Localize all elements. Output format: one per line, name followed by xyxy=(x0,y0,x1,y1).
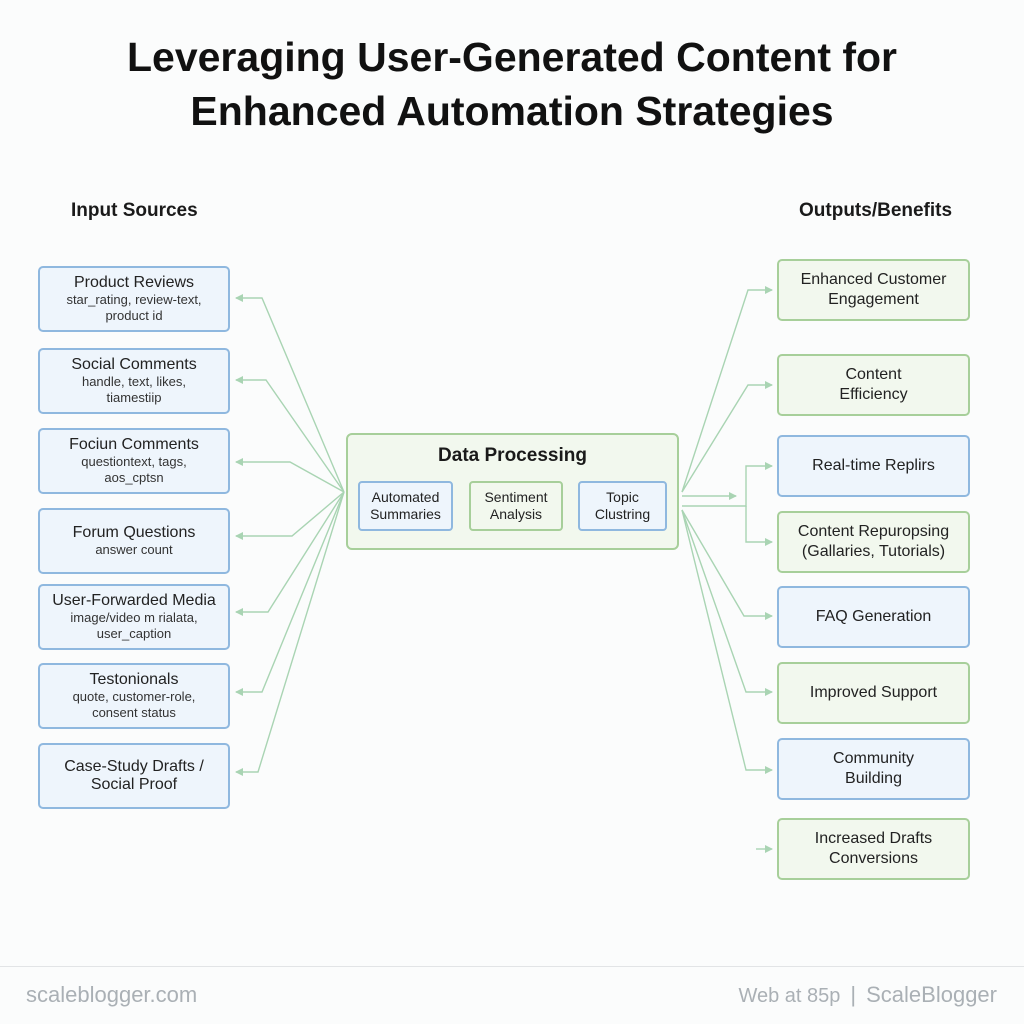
data-processing-title: Data Processing xyxy=(438,445,587,466)
data-processing-box: Data Processing Automated Summaries Sent… xyxy=(346,433,679,550)
connector-output-1 xyxy=(681,286,773,493)
connector-input-3 xyxy=(235,458,345,493)
step-topic-clustring: Topic Clustring xyxy=(578,481,667,531)
connector-input-5 xyxy=(235,491,345,616)
output-real-time-replies: Real-time Replirs xyxy=(777,435,970,497)
outputs-heading: Outputs/Benefits xyxy=(799,200,953,221)
connector-output-8 xyxy=(681,509,773,774)
footer-meta: Web at 85p xyxy=(738,985,841,1007)
input-fociun-comments: Fociun Comments questiontext, tags, aos_… xyxy=(38,428,230,494)
input-product-reviews: Product Reviews star_rating, review-text… xyxy=(38,266,230,332)
connector-input-6 xyxy=(235,491,345,696)
connector-input-1 xyxy=(235,294,345,493)
title-line-1: Leveraging User-Generated Content for xyxy=(126,34,898,80)
connector-output-5 xyxy=(745,506,773,546)
footer-separator: | xyxy=(850,982,857,1007)
input-sources-heading: Input Sources xyxy=(71,200,198,221)
footer-brand-area: Web at 85p | ScaleBlogger xyxy=(738,982,997,1008)
output-content-repurposing: Content Repuropsing (Gallaries, Tutorial… xyxy=(777,511,970,573)
connector-input-4 xyxy=(235,491,345,540)
output-content-efficiency: Content Efficiency xyxy=(777,354,970,416)
footer-brand[interactable]: ScaleBlogger xyxy=(866,982,997,1007)
output-faq-generation: FAQ Generation xyxy=(777,586,970,648)
connector-output-4 xyxy=(682,462,773,507)
connector-input-7 xyxy=(235,491,345,776)
input-forum-questions: Forum Questions answer count xyxy=(38,508,230,574)
input-testonionals: Testonionals quote, customer-role, conse… xyxy=(38,663,230,729)
title-line-2: Enhanced Automation Strategies xyxy=(190,88,834,134)
footer-site-link[interactable]: scaleblogger.com xyxy=(26,982,198,1007)
footer-divider xyxy=(0,966,1024,967)
output-community-building: Community Building xyxy=(777,738,970,800)
step-automated-summaries: Automated Summaries xyxy=(358,481,453,531)
output-improved-support: Improved Support xyxy=(777,662,970,724)
connector-input-2 xyxy=(235,376,345,493)
output-enhanced-customer-engagement: Enhanced Customer Engagement xyxy=(777,259,970,321)
input-social-comments: Social Comments handle, text, likes, tia… xyxy=(38,348,230,414)
connector-output-2 xyxy=(681,381,773,493)
output-increased-conversions: Increased Drafts Conversions xyxy=(777,818,970,880)
input-user-forwarded-media: User-Forwarded Media image/video m riala… xyxy=(38,584,230,650)
step-sentiment-analysis: Sentiment Analysis xyxy=(469,481,563,531)
connector-output-7 xyxy=(681,509,773,696)
input-case-study-drafts: Case-Study Drafts / Social Proof xyxy=(38,743,230,809)
connector-output-6 xyxy=(681,509,773,620)
page-title: Leveraging User-Generated Content for En… xyxy=(0,30,1024,138)
